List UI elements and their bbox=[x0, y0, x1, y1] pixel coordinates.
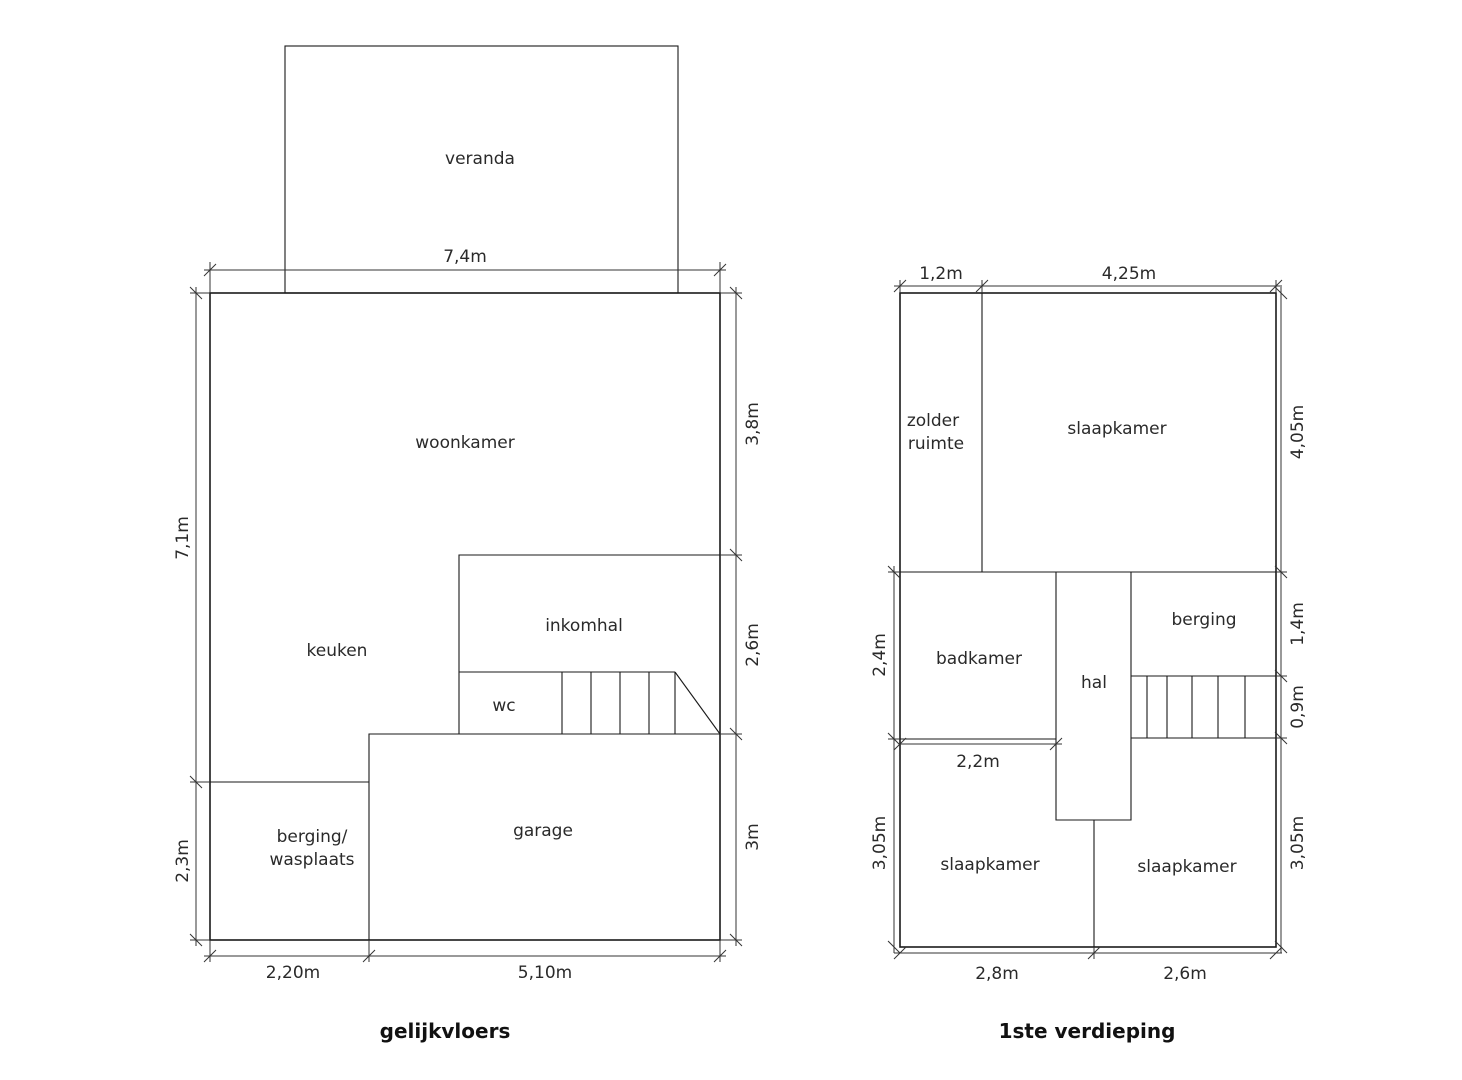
room-label-wc: wc bbox=[492, 696, 515, 716]
garage-walls bbox=[368, 733, 720, 940]
dimension-top-left: 1,2m bbox=[919, 264, 963, 284]
dimension-tick bbox=[729, 727, 743, 741]
dimension-bottom-left: 2,20m bbox=[266, 963, 320, 983]
dimension-tick bbox=[1269, 279, 1283, 293]
dimension-top-width: 7,4m bbox=[443, 247, 487, 267]
room-label-keuken: keuken bbox=[307, 641, 368, 661]
ground-floor-outline bbox=[209, 292, 721, 941]
dimension-tick bbox=[893, 946, 907, 960]
dimension-tick bbox=[893, 279, 907, 293]
inkomhal-walls bbox=[458, 554, 720, 734]
stair-diagonal bbox=[674, 671, 721, 735]
dimension-tick bbox=[1274, 286, 1288, 300]
dimension-tick bbox=[893, 737, 907, 751]
dimension-left-middle: 2,4m bbox=[870, 633, 890, 677]
room-label-inkomhal: inkomhal bbox=[545, 616, 623, 636]
dimension-left-bottom: 2,3m bbox=[173, 839, 193, 883]
dimension-tick bbox=[203, 263, 217, 277]
room-label-hal: hal bbox=[1081, 673, 1107, 693]
dimension-tick bbox=[189, 775, 203, 789]
dimension-tick bbox=[713, 263, 727, 277]
dimension-tick bbox=[189, 286, 203, 300]
dimension-tick bbox=[729, 286, 743, 300]
room-label-zolder: zolder bbox=[907, 411, 959, 431]
dimension-tick bbox=[203, 949, 217, 963]
dimension-bottom-right: 2,6m bbox=[1163, 964, 1207, 984]
dimension-tick bbox=[713, 949, 727, 963]
dimension-tick bbox=[887, 732, 901, 746]
room-label-slaapkamer-right: slaapkamer bbox=[1137, 857, 1236, 877]
ground-floor-plan: veranda woonkamer keuken inkomhal wc ber… bbox=[173, 45, 763, 1043]
dimension-tick bbox=[1269, 946, 1283, 960]
dimension-tick bbox=[1274, 940, 1288, 954]
dimension-tick bbox=[975, 279, 989, 293]
dimension-bottom-right: 5,10m bbox=[518, 963, 572, 983]
hal-walls bbox=[1055, 572, 1132, 821]
first-floor-plan: zolder ruimte slaapkamer badkamer hal be… bbox=[870, 264, 1308, 1043]
dimension-left-height: 7,1m bbox=[173, 516, 193, 560]
room-label-woonkamer: woonkamer bbox=[415, 433, 514, 453]
room-label-veranda: veranda bbox=[445, 149, 515, 169]
dimension-right-middle2: 0,9m bbox=[1288, 685, 1308, 729]
dimension-right-bottom: 3m bbox=[743, 823, 763, 850]
ground-floor-title: gelijkvloers bbox=[380, 1019, 511, 1043]
dimension-tick bbox=[887, 565, 901, 579]
room-label-wasplaats: wasplaats bbox=[269, 850, 354, 870]
room-label-badkamer: badkamer bbox=[936, 649, 1022, 669]
dimension-tick bbox=[729, 548, 743, 562]
room-label-berging: berging bbox=[1171, 610, 1236, 630]
dimension-tick bbox=[1274, 565, 1288, 579]
dimension-inner-badkamer: 2,2m bbox=[956, 752, 1000, 772]
dimension-tick bbox=[1274, 669, 1288, 683]
dimension-tick bbox=[189, 933, 203, 947]
dimension-bottom-left: 2,8m bbox=[975, 964, 1019, 984]
dimension-right-top: 3,8m bbox=[743, 402, 763, 446]
room-label-slaapkamer-top: slaapkamer bbox=[1067, 419, 1166, 439]
dimension-tick bbox=[1087, 946, 1101, 960]
dimension-right-middle1: 1,4m bbox=[1288, 602, 1308, 646]
dimension-right-middle: 2,6m bbox=[743, 623, 763, 667]
dimension-tick bbox=[1274, 731, 1288, 745]
room-label-garage: garage bbox=[513, 821, 573, 841]
first-floor-outline bbox=[899, 292, 1277, 948]
dimension-tick bbox=[362, 949, 376, 963]
first-floor-title: 1ste verdieping bbox=[999, 1019, 1176, 1043]
room-label-ruimte: ruimte bbox=[908, 434, 964, 454]
dimension-top-right: 4,25m bbox=[1102, 264, 1156, 284]
dimension-right-top: 4,05m bbox=[1288, 405, 1308, 459]
dimension-right-bottom: 3,05m bbox=[1288, 816, 1308, 870]
room-label-berging: berging/ bbox=[277, 827, 348, 847]
dimension-left-bottom: 3,05m bbox=[870, 816, 890, 870]
dimension-tick bbox=[887, 940, 901, 954]
dimension-tick bbox=[1049, 737, 1063, 751]
dimension-tick bbox=[729, 933, 743, 947]
room-label-slaapkamer-left: slaapkamer bbox=[940, 855, 1039, 875]
